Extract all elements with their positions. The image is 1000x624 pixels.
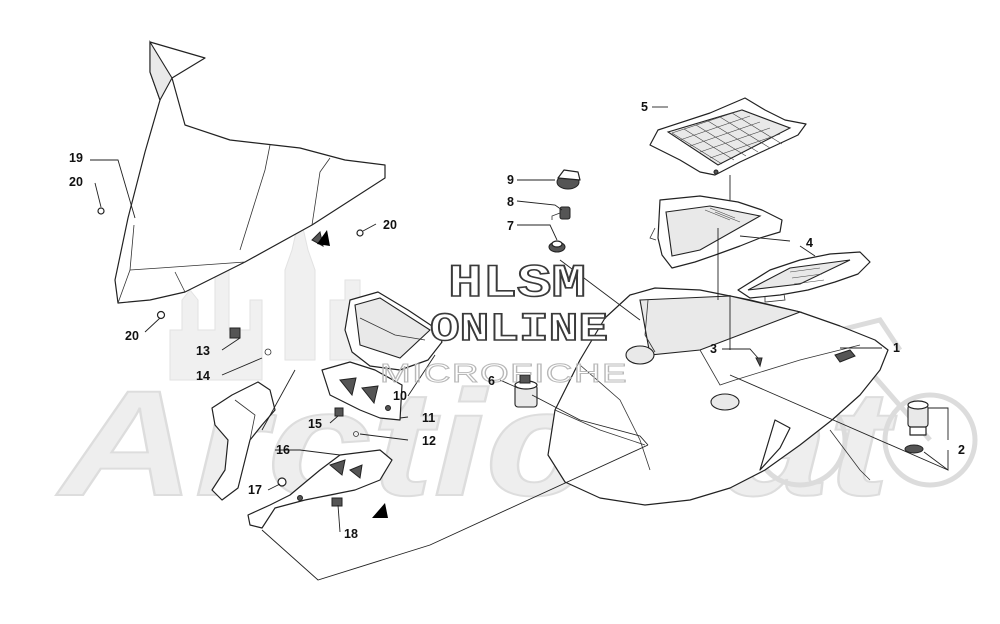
callout-labels: 1 2 3 4 5 6 7 8 9 10 11 12 13 14 15 16 1…: [69, 100, 965, 541]
callout-5: 5: [641, 100, 648, 114]
callout-20-left: 20: [69, 175, 83, 189]
callout-3: 3: [710, 342, 717, 356]
callout-9: 9: [507, 173, 514, 187]
callout-16: 16: [276, 443, 290, 457]
callout-10: 10: [393, 389, 407, 403]
bolt-part-15: [334, 407, 344, 417]
callout-20-bottom: 20: [125, 329, 139, 343]
ignition-nut-part-7: [548, 240, 566, 253]
callout-14: 14: [196, 369, 210, 383]
fuel-cap-part-2: [904, 400, 929, 454]
bracket-lower-part-16: [247, 449, 393, 529]
callout-6: 6: [488, 374, 495, 388]
ignition-cover-part-9: [556, 169, 581, 190]
direction-arrow-right: [372, 503, 388, 518]
callout-11: 11: [422, 411, 435, 425]
callout-20-right: 20: [383, 218, 397, 232]
watermark-hlsm-text: HLSM: [448, 258, 586, 310]
hood-part-1: [547, 287, 889, 506]
windshield-part-19: [114, 40, 386, 304]
fastener-part-20: [97, 207, 364, 320]
bracket-left-part-14: [211, 381, 276, 501]
switch-part-6: [514, 374, 538, 408]
callout-1: 1: [893, 341, 900, 355]
panel-upper-part-4: [649, 195, 783, 269]
watermark-microfiche-text: MICROFICHE: [380, 358, 628, 388]
callout-19: 19: [69, 151, 83, 165]
leader-lines: [90, 106, 949, 581]
direction-arrow-left: [317, 230, 330, 246]
bolt-part-13: [229, 327, 272, 356]
callout-18: 18: [344, 527, 358, 541]
callout-7: 7: [507, 219, 514, 233]
clip-part-18: [331, 497, 343, 507]
screw-part-3: [755, 357, 763, 368]
panel-lower-part-4: [737, 251, 871, 303]
callout-2: 2: [958, 443, 965, 457]
callout-12: 12: [422, 434, 436, 448]
gauge-part-10: [344, 291, 443, 371]
clip-part-12: [353, 431, 359, 437]
storage-tray-part-5: [649, 97, 807, 176]
callout-4: 4: [806, 236, 813, 250]
watermark-online-text: ONLINE: [430, 308, 608, 353]
gauge-bracket-part-11: [321, 361, 403, 421]
callout-13: 13: [196, 344, 210, 358]
callout-15: 15: [308, 417, 322, 431]
callout-8: 8: [507, 195, 514, 209]
callout-17: 17: [248, 483, 262, 497]
ignition-key-part-8: [551, 206, 571, 220]
net-mesh: [671, 109, 783, 165]
